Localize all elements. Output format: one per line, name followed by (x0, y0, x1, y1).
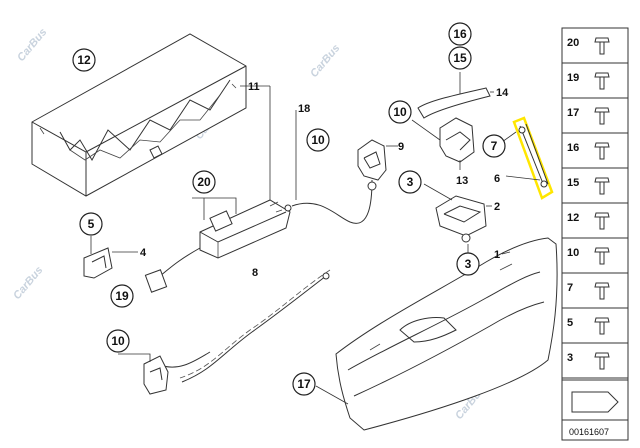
legend-number: 16 (567, 142, 579, 154)
part-label-l14: 14 (496, 87, 509, 99)
part-14-handle (417, 72, 494, 119)
legend-number: 12 (567, 212, 579, 224)
part-label-l4: 4 (140, 247, 147, 259)
fastener-icon (594, 212, 610, 230)
legend-row: 5 (562, 317, 628, 344)
fastener-icon (594, 107, 610, 125)
callout-number: 12 (77, 53, 91, 67)
callout-number: 3 (407, 175, 414, 189)
callout-number: 19 (115, 289, 129, 303)
bracket-11-18 (240, 85, 297, 200)
callout-number: 17 (297, 377, 311, 391)
callout-number: 16 (453, 27, 467, 41)
part-13-mechanism (411, 117, 475, 170)
legend-number: 15 (567, 177, 579, 189)
legend-number: 19 (567, 72, 579, 84)
label-layer: 11 18 9 4 8 14 13 6 2 1 (140, 81, 509, 279)
part-10-lower-latch (118, 353, 169, 395)
callout-number: 7 (491, 139, 498, 153)
part-label-l6: 6 (494, 173, 500, 185)
callout-number: 5 (88, 217, 95, 231)
watermark-text: CarBus (15, 26, 49, 64)
fastener-icon (594, 177, 610, 195)
fastener-icon (594, 317, 610, 335)
watermark-text: CarBus (308, 42, 342, 80)
callout-c20: 20 (192, 170, 216, 194)
legend-row: 20 (562, 37, 628, 64)
legend-number: 20 (567, 37, 579, 49)
callout-c19: 19 (110, 284, 134, 308)
callout-c10b: 10 (106, 329, 130, 353)
callout-c5: 5 (79, 212, 103, 236)
part-6-strut-highlighted (501, 116, 554, 200)
fastener-icon (594, 37, 610, 55)
callout-c3b: 3 (456, 252, 480, 276)
callout-c15: 15 (448, 46, 472, 70)
legend-row: 12 (562, 212, 628, 239)
legend-number: 10 (567, 247, 579, 259)
callout-c12: 12 (72, 48, 96, 72)
part-label-l11: 11 (248, 81, 260, 93)
part-label-l8: 8 (252, 267, 258, 279)
part-9-latch (357, 139, 398, 191)
part-label-l9: 9 (398, 141, 404, 153)
callout-c16: 16 (448, 22, 472, 46)
callout-number: 10 (393, 105, 407, 119)
fastener-icon (594, 72, 610, 90)
legend-number: 17 (567, 107, 579, 119)
callout-number: 10 (111, 334, 125, 348)
watermark-text: CarBus (11, 264, 45, 302)
callout-number: 20 (197, 175, 211, 189)
fastener-icon (594, 142, 610, 160)
callout-number: 10 (311, 133, 325, 147)
fastener-icon (594, 282, 610, 300)
callout-number: 15 (453, 51, 467, 65)
fastener-icon (594, 247, 610, 265)
legend-row: 3 (562, 352, 628, 379)
part-label-l2: 2 (494, 201, 500, 213)
part-label-l18: 18 (298, 103, 310, 115)
legend-number: 5 (567, 317, 573, 329)
part-4-bracket (83, 236, 138, 279)
part-20-actuator (192, 197, 292, 259)
part-2-mechanism (423, 183, 492, 254)
legend-row: 16 (562, 142, 628, 169)
part-label-l13: 13 (456, 175, 468, 187)
image-reference: 00161607 (569, 427, 609, 437)
fastener-icon (594, 352, 610, 370)
callout-c7: 7 (482, 134, 506, 158)
legend-number: 7 (567, 282, 573, 294)
callout-c10a: 10 (306, 128, 330, 152)
part-12-tray (31, 33, 247, 197)
arrow-icon (571, 391, 619, 413)
legend-number: 3 (567, 352, 573, 364)
legend-panel: 20 19 17 16 15 12 10 7 5 3 00161607 (561, 27, 629, 441)
part-label-l1: 1 (494, 249, 500, 261)
legend-row: 10 (562, 247, 628, 274)
legend-row: 17 (562, 107, 628, 134)
callout-c17: 17 (292, 372, 316, 396)
highlight-box (512, 116, 554, 200)
legend-row: 19 (562, 72, 628, 99)
callout-number: 3 (465, 257, 472, 271)
legend-row: 15 (562, 177, 628, 204)
callout-c3a: 3 (398, 170, 422, 194)
part-1-17-panel (315, 237, 558, 431)
legend-row: 7 (562, 282, 628, 309)
callout-c10c: 10 (388, 100, 412, 124)
